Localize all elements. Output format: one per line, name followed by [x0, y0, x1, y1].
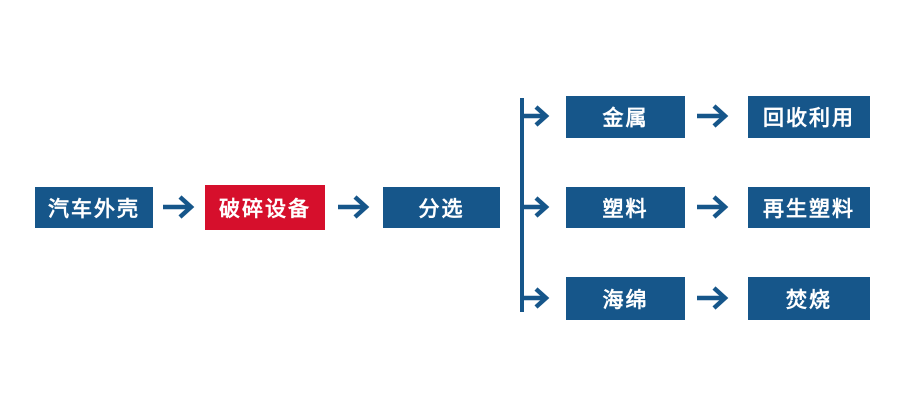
node-recycling-reuse: 回收利用: [748, 96, 870, 138]
node-car-shell: 汽车外壳: [35, 187, 153, 228]
arrow-right-icon: [522, 105, 550, 127]
arrow-right-icon: [522, 196, 550, 218]
arrow-right-icon: [163, 195, 195, 219]
arrow-right-icon: [338, 195, 370, 219]
node-incineration: 焚烧: [748, 277, 870, 320]
node-recycled-plastic: 再生塑料: [748, 187, 870, 228]
node-sponge: 海绵: [566, 277, 685, 320]
node-metal: 金属: [566, 96, 685, 138]
node-plastic: 塑料: [566, 187, 685, 228]
node-crushing-equipment: 破碎设备: [205, 185, 325, 230]
node-sorting: 分选: [383, 187, 500, 228]
arrow-right-icon: [697, 195, 729, 219]
arrow-right-icon: [697, 104, 729, 128]
arrow-right-icon: [522, 287, 550, 309]
arrow-right-icon: [697, 286, 729, 310]
